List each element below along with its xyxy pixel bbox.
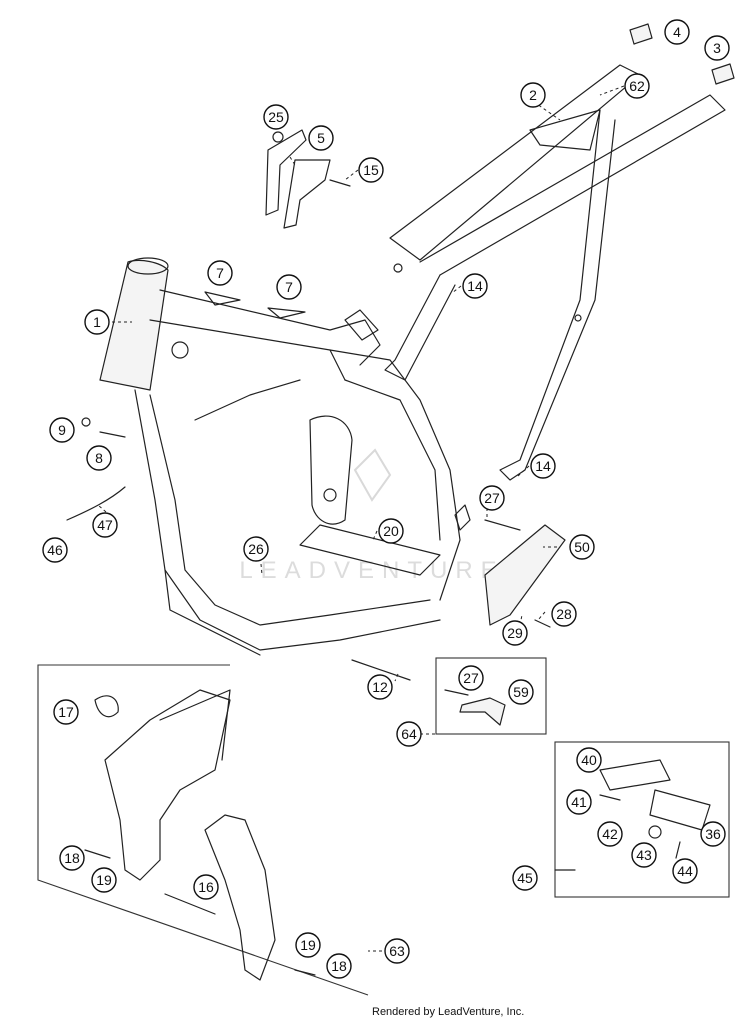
watermark-text: LEADVENTURE [239,557,504,584]
svg-text:28: 28 [556,606,572,622]
svg-text:47: 47 [97,517,113,533]
svg-text:5: 5 [317,130,325,146]
credit-text: Rendered by LeadVenture, Inc. [372,1006,525,1018]
svg-text:12: 12 [372,679,388,695]
subframe [384,64,726,481]
watermark: LEADVENTURE [239,448,504,584]
leader-lines [97,85,625,952]
callout-15: 15 [358,157,384,183]
svg-text:9: 9 [58,422,66,438]
svg-text:59: 59 [513,684,529,700]
callout-5: 5 [308,125,334,151]
callout-14a: 14 [462,273,488,299]
svg-text:16: 16 [198,879,214,895]
callout-16: 16 [193,874,219,900]
small-parts [66,23,735,871]
svg-text:4: 4 [673,24,681,40]
svg-text:26: 26 [248,541,264,557]
callout-18b: 18 [326,953,352,979]
svg-text:40: 40 [581,752,597,768]
callout-14b: 14 [530,453,556,479]
svg-text:50: 50 [574,539,590,555]
svg-text:62: 62 [629,78,645,94]
callout-63: 63 [384,938,410,964]
svg-text:18: 18 [64,850,80,866]
callout-17: 17 [53,699,79,725]
callout-36: 36 [700,821,726,847]
callout-40: 40 [576,747,602,773]
callout-18a: 18 [59,845,85,871]
footrest-box [554,741,730,898]
svg-text:7: 7 [285,279,293,295]
svg-text:63: 63 [389,943,405,959]
radiator-guards [84,689,316,981]
callout-41: 41 [566,789,592,815]
callout-1: 1 [84,309,110,335]
svg-text:29: 29 [507,625,523,641]
callout-47: 47 [92,512,118,538]
svg-text:7: 7 [216,265,224,281]
main-frame [99,257,471,656]
callout-27b: 27 [458,665,484,691]
callout-27a: 27 [479,485,505,511]
svg-text:20: 20 [383,523,399,539]
callout-43: 43 [631,842,657,868]
callout-2: 2 [520,82,546,108]
svg-text:18: 18 [331,958,347,974]
svg-text:45: 45 [517,870,533,886]
callout-20: 20 [378,518,404,544]
callout-12: 12 [367,674,393,700]
svg-text:8: 8 [95,450,103,466]
callout-44: 44 [672,858,698,884]
svg-text:25: 25 [268,109,284,125]
radiator-guard-box [37,664,369,996]
callout-8: 8 [86,445,112,471]
callout-62: 62 [624,73,650,99]
svg-text:14: 14 [467,278,483,294]
svg-text:14: 14 [535,458,551,474]
svg-text:64: 64 [401,726,417,742]
callout-28: 28 [551,601,577,627]
callout-45: 45 [512,865,538,891]
callout-64: 64 [396,721,422,747]
callout-59: 59 [508,679,534,705]
svg-text:2: 2 [529,87,537,103]
svg-text:42: 42 [602,826,618,842]
callout-3: 3 [704,35,730,61]
callout-9: 9 [49,417,75,443]
svg-text:19: 19 [300,937,316,953]
callout-19a: 19 [91,867,117,893]
callout-42: 42 [597,821,623,847]
svg-text:19: 19 [96,872,112,888]
callout-25: 25 [263,104,289,130]
svg-text:36: 36 [705,826,721,842]
callout-46: 46 [42,537,68,563]
callout-7a: 7 [207,260,233,286]
svg-text:15: 15 [363,162,379,178]
callout-19b: 19 [295,932,321,958]
svg-text:43: 43 [636,847,652,863]
svg-text:1: 1 [93,314,101,330]
callout-26: 26 [243,536,269,562]
callout-50: 50 [569,534,595,560]
svg-text:44: 44 [677,863,693,879]
guard-bracket-box [435,657,547,735]
callout-4: 4 [664,19,690,45]
callout-29: 29 [502,620,528,646]
svg-text:17: 17 [58,704,74,720]
svg-text:41: 41 [571,794,587,810]
svg-text:3: 3 [713,40,721,56]
svg-text:46: 46 [47,542,63,558]
callout-7b: 7 [276,274,302,300]
svg-text:27: 27 [484,490,500,506]
svg-text:27: 27 [463,670,479,686]
